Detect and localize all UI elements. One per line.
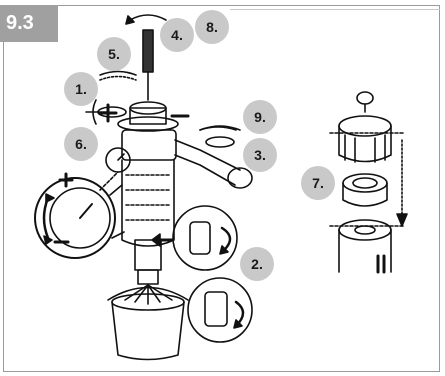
step-badge-4: 4. <box>160 18 194 52</box>
drain-valve-detail-upper <box>152 206 237 270</box>
step-badge-7: 7. <box>301 166 335 200</box>
exploded-filter-ring <box>343 174 387 206</box>
step-badge-1: 1. <box>64 72 98 106</box>
pressure-gauge-detail <box>35 174 124 258</box>
rotate-arrow-5-icon <box>100 72 136 81</box>
drain-valve-detail-lower <box>188 278 252 342</box>
down-arrow-icon <box>397 140 407 226</box>
step-badge-5: 5. <box>97 37 131 71</box>
step-badge-9: 9. <box>243 100 277 134</box>
step-badge-6: 6. <box>64 127 98 161</box>
screwdriver-icon <box>126 15 166 100</box>
inlet-valve-left <box>86 100 126 124</box>
exploded-filter-base <box>330 220 405 272</box>
step-badge-8: 8. <box>195 10 229 44</box>
outlet-pipe-right <box>175 127 252 188</box>
filter-housing <box>122 130 176 284</box>
step-badge-2: 2. <box>240 247 274 281</box>
exploded-filter-cap <box>330 92 405 162</box>
step-badge-3: 3. <box>243 138 277 172</box>
